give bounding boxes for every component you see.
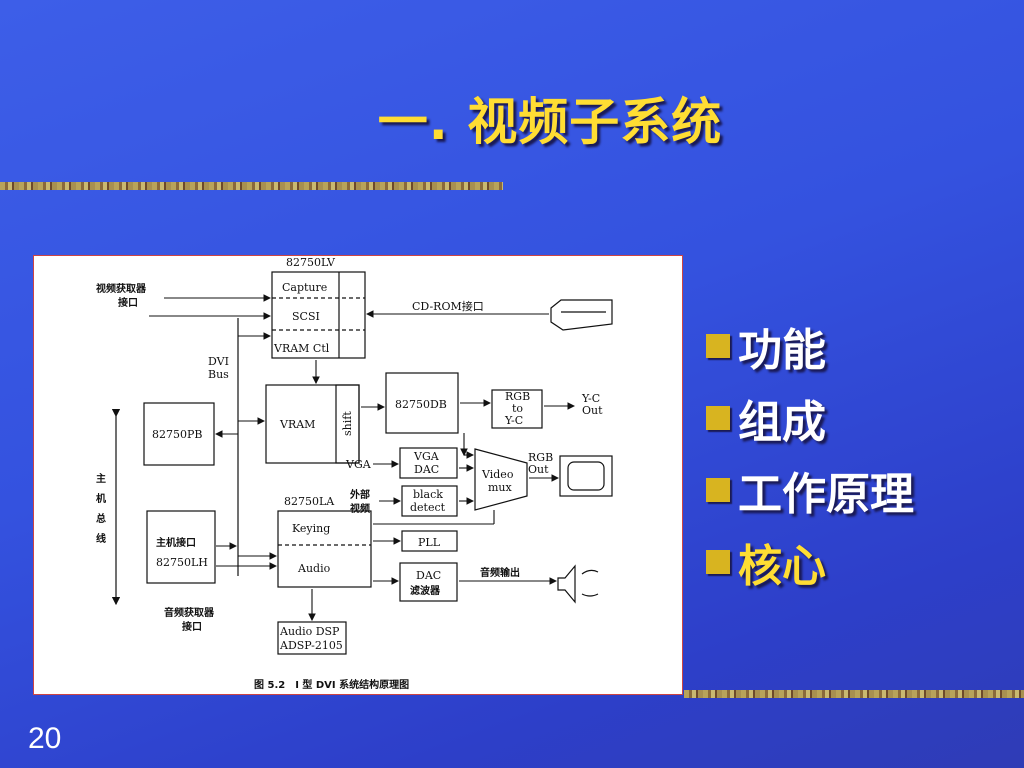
bullet-item: 核心 <box>706 526 914 598</box>
label-keying: Keying <box>292 522 330 535</box>
label-audio-out: 音频输出 <box>480 566 520 579</box>
block-audio-dsp <box>277 621 347 655</box>
block-rgb-to-yc <box>491 389 543 429</box>
diagram-caption: 图 5.2 I 型 DVI 系统结构原理图 <box>254 678 409 691</box>
bullet-item: 组成 <box>706 382 914 454</box>
label-rgb-to-yc-1: RGB <box>505 390 530 403</box>
block-vga-dac <box>399 447 458 479</box>
label-black-detect-1: black <box>413 488 443 501</box>
dvi-system-diagram: 82750LV Capture SCSI VRAM Ctl 视频获取器 接口 C… <box>33 255 683 695</box>
label-vga-dac-2: DAC <box>414 463 439 476</box>
label-host-bus-1: 主 <box>96 472 106 485</box>
label-audio-dsp-1: Audio DSP <box>279 625 340 638</box>
decorative-bar-top <box>0 182 503 190</box>
label-vga-dac-1: VGA <box>413 450 440 463</box>
label-82750db: 82750DB <box>395 398 447 411</box>
label-dac-1: DAC <box>416 569 441 582</box>
label-audio-dsp-2: ADSP-2105 <box>279 639 343 652</box>
label-host-bus-4: 线 <box>96 532 106 545</box>
bullet-text: 功能 <box>738 325 826 376</box>
block-82750lv <box>271 271 366 359</box>
bullet-list: 功能 组成 工作原理 核心 <box>706 310 914 598</box>
bullet-item: 工作原理 <box>706 454 914 526</box>
bullet-text: 工作原理 <box>738 469 914 520</box>
block-black-detect <box>401 485 458 517</box>
label-black-detect-2: detect <box>410 501 446 514</box>
label-audio-input-2: 接口 <box>182 620 202 633</box>
label-yc-out-1: Y-C <box>581 392 600 405</box>
label-dvi-bus-1: DVI <box>208 355 229 368</box>
square-bullet-icon <box>706 406 730 430</box>
label-cdrom: CD-ROM接口 <box>412 300 484 313</box>
label-dac-2: 滤波器 <box>410 584 441 597</box>
diagram-svg: 82750LV Capture SCSI VRAM Ctl 视频获取器 接口 C… <box>96 256 613 691</box>
bullet-text: 组成 <box>738 397 826 448</box>
label-rgb-out-1: RGB <box>528 451 553 464</box>
label-vga: VGA <box>345 458 372 471</box>
decorative-bar-bottom <box>684 690 1024 698</box>
label-rgb-out-2: Out <box>528 463 549 476</box>
label-82750lv: 82750LV <box>286 256 336 269</box>
label-vram-ctl: VRAM Ctl <box>273 342 330 355</box>
label-rgb-to-yc-3: Y-C <box>504 414 523 427</box>
square-bullet-icon <box>706 550 730 574</box>
speaker-icon <box>557 564 576 604</box>
block-82750pb <box>143 402 215 466</box>
bullet-item: 功能 <box>706 310 914 382</box>
label-vram: VRAM <box>279 418 315 431</box>
label-82750pb: 82750PB <box>152 428 202 441</box>
block-82750la <box>277 510 372 588</box>
block-video-mux <box>474 448 528 511</box>
label-video-mux-1: Video <box>481 468 514 481</box>
label-82750la: 82750LA <box>284 495 335 508</box>
label-capture: Capture <box>282 281 327 294</box>
label-host-if-2: 82750LH <box>156 556 208 569</box>
label-pll: PLL <box>418 536 441 549</box>
square-bullet-icon <box>706 334 730 358</box>
label-host-if-1: 主机接口 <box>156 536 196 549</box>
block-host-interface <box>146 510 216 584</box>
label-video-mux-2: mux <box>488 481 513 494</box>
label-audio: Audio <box>297 562 331 575</box>
monitor-icon <box>559 455 613 497</box>
label-ext-video-1: 外部 <box>349 488 370 501</box>
block-shift <box>335 384 360 464</box>
cdrom-icon <box>550 299 613 331</box>
block-pll <box>401 530 458 552</box>
label-video-input-2: 接口 <box>118 296 138 309</box>
label-host-bus-3: 总 <box>96 512 106 525</box>
bullet-text-highlight: 核心 <box>738 541 826 592</box>
label-dvi-bus-2: Bus <box>208 368 229 381</box>
label-ext-video-2: 视频 <box>350 502 370 515</box>
label-rgb-to-yc-2: to <box>512 402 523 415</box>
label-host-bus-2: 机 <box>96 492 106 505</box>
label-scsi: SCSI <box>292 310 320 323</box>
label-yc-out-2: Out <box>582 404 603 417</box>
slide-title: 一. 视频子系统 <box>377 93 723 151</box>
block-dac-filter <box>399 562 458 602</box>
label-shift: shift <box>341 411 354 436</box>
label-audio-input-1: 音频获取器 <box>164 606 215 619</box>
block-82750db <box>385 372 459 434</box>
label-video-input-1: 视频获取器 <box>96 282 147 295</box>
square-bullet-icon <box>706 478 730 502</box>
page-number: 20 <box>28 722 62 755</box>
